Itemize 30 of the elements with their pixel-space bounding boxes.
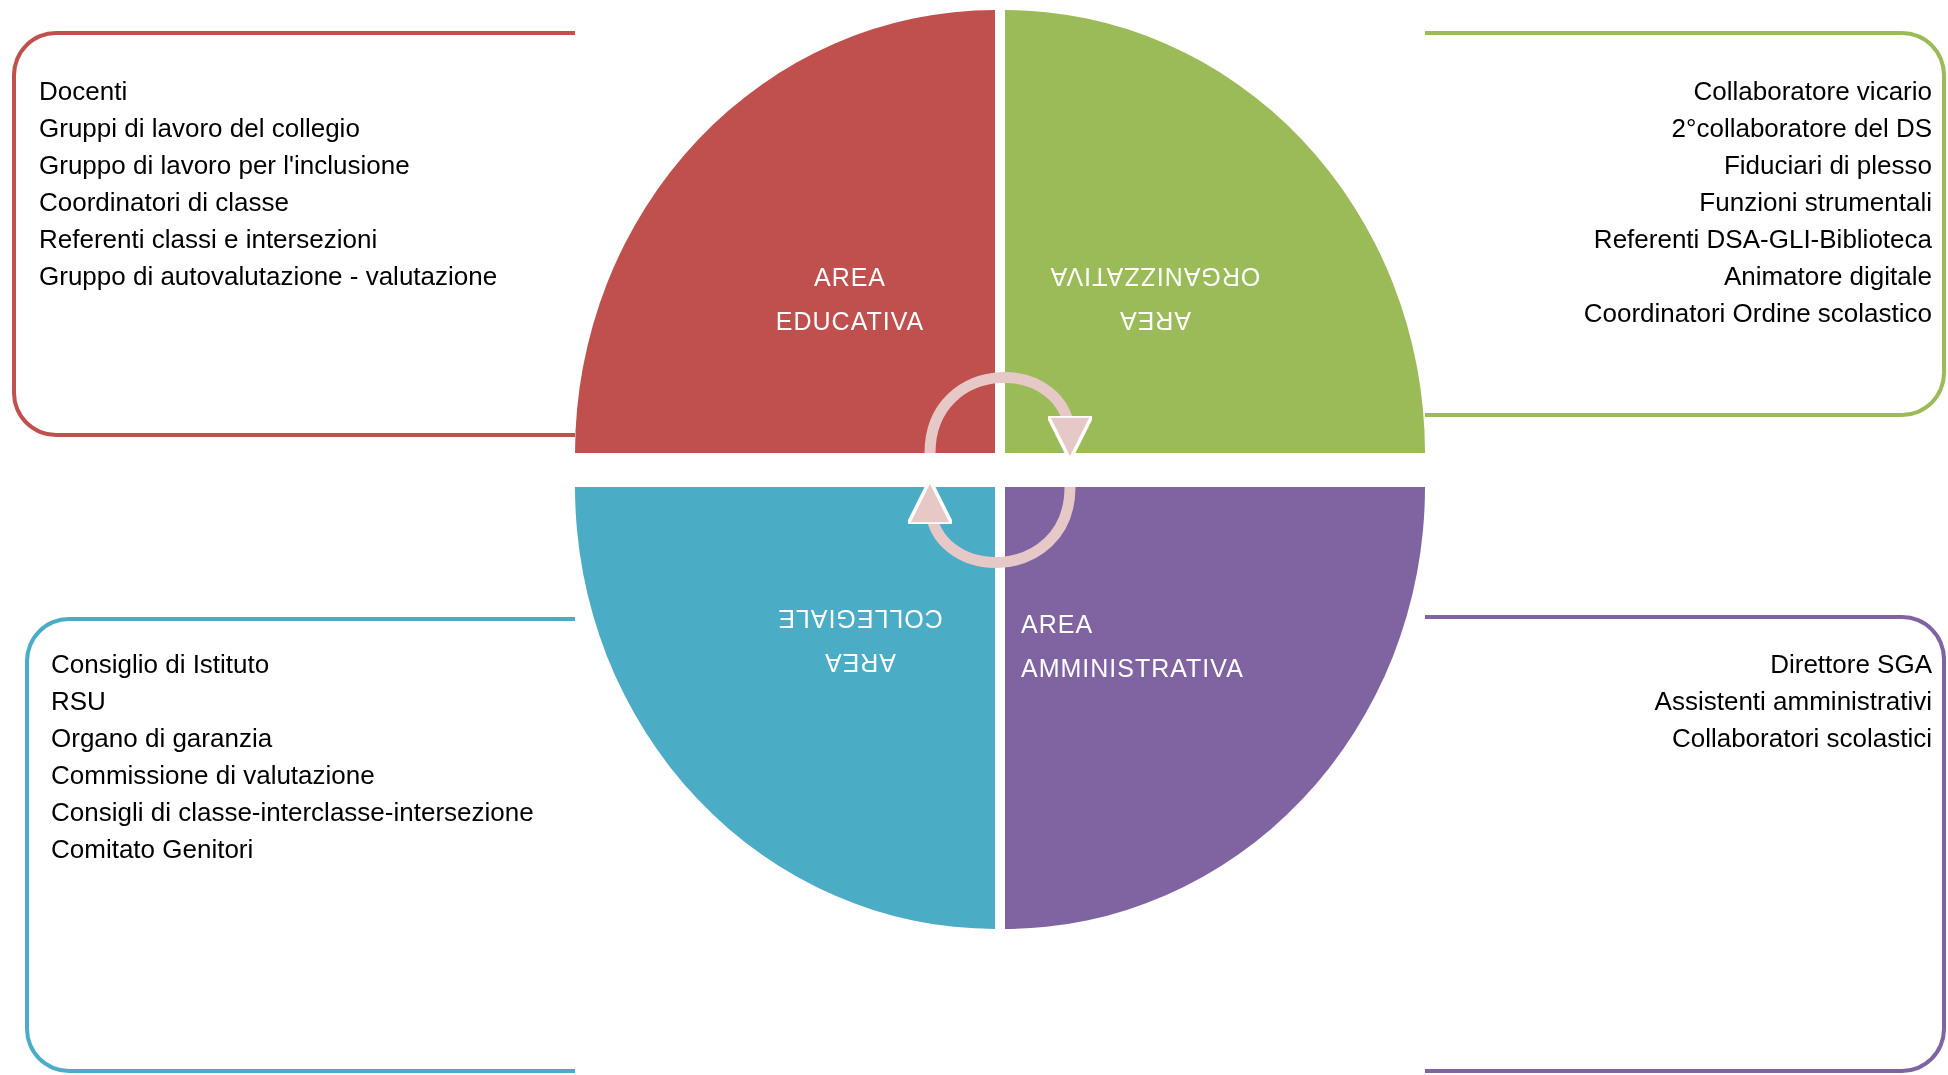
list-item: Referenti classi e intersezioni (39, 223, 378, 256)
list-item: Gruppo di lavoro per l'inclusione (39, 149, 410, 182)
list-item: RSU (51, 685, 106, 718)
list-item: Collaboratore vicario (1693, 75, 1932, 108)
list-item: Docenti (39, 75, 128, 108)
area-label: AREA AMMINISTRATIVA (1021, 609, 1245, 684)
list-item: Coordinatori Ordine scolastico (1583, 297, 1932, 330)
list-item: Referenti DSA-GLI-Biblioteca (1593, 223, 1932, 256)
list-item: Coordinatori di classe (39, 186, 289, 219)
rounded-panel (1425, 31, 1946, 417)
area-label: AREA ORGANIZZATIVA (1048, 262, 1262, 337)
list-item: 2°collaboratore del DS (1671, 112, 1932, 145)
list-item: Animatore digitale (1723, 260, 1932, 293)
list-item: Consigli di classe-interclasse-intersezione (51, 796, 534, 829)
list-item: Assistenti amministrativi (1654, 685, 1932, 718)
rounded-panel (25, 617, 575, 1073)
list-item: Collaboratori scolastici (1671, 722, 1932, 755)
list-item: Direttore SGA (1770, 648, 1932, 681)
list-item: Funzioni strumentali (1699, 186, 1932, 219)
rounded-panel (12, 31, 575, 437)
area-label: AREA EDUCATIVA (774, 262, 926, 337)
list-item: Consiglio di Istituto (51, 648, 270, 681)
list-item: Comitato Genitori (51, 833, 254, 866)
list-item: Fiduciari di plesso (1723, 149, 1932, 182)
rounded-panel (1425, 615, 1946, 1073)
area-label: AREA COLLEGIALE (776, 604, 944, 679)
list-item: Gruppo di autovalutazione - valutazione (39, 260, 498, 293)
list-item: Organo di garanzia (51, 722, 273, 755)
list-item: Commissione di valutazione (51, 759, 375, 792)
list-item: Gruppi di lavoro del collegio (39, 112, 360, 145)
